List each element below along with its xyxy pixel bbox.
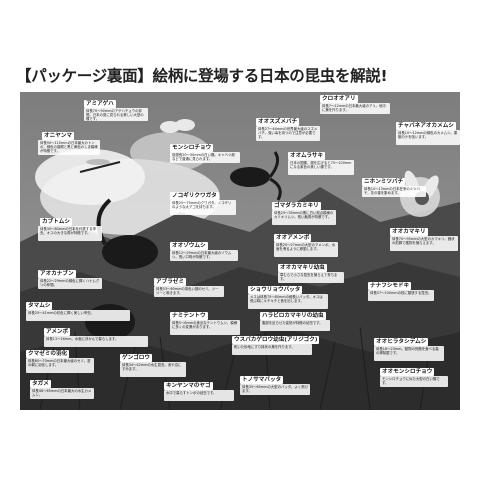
insect-description: 体長25〜75mmのクワガタ。ノコギリのような大アゴを持ちます。 — [170, 200, 236, 215]
insect-label: チャバネアオカメムシ — [396, 122, 456, 130]
insect-description: 体長7〜12mmの日本最大級のアリ。地中に巣を作ります。 — [320, 103, 390, 114]
insect-description: 体長22〜29mmの緑色に輝くハナムグリの仲間。 — [38, 278, 102, 289]
insect-description: モンシロチョウに似た大型の白い蝶です。 — [380, 376, 448, 387]
insect-description: 体長53〜60mmの茶色い翅のセミ。ジージーと鳴きます。 — [154, 286, 224, 297]
insect-description: 体長10〜13mmの日本在来のミツバチ。花の蜜を集めます。 — [362, 186, 426, 197]
insect-description: 体長5〜8mmの身近なテントウムシ。模様に多くの変異があります。 — [170, 320, 240, 335]
insect-label: オニヤンマ — [42, 132, 74, 140]
insect-label: カブトムシ — [40, 218, 72, 226]
insect-label: クロオオアリ — [320, 95, 358, 103]
insect-description: 草むらで小さな昆虫を捕らえて育ちます。 — [278, 272, 344, 283]
insect-description: 体長12〜29mmの日本最大級のゾウムシ。長い口吻が特徴です。 — [170, 250, 238, 261]
insect-description: 前翅長20〜30mmの白い蝶。キャベツ畑などで普通に見られます。 — [170, 152, 240, 163]
insect-label: オオアメンボ — [274, 234, 312, 242]
insect-label: ナミテントウ — [170, 312, 208, 320]
insect-description: 体長18〜23mm。動物の死骸を食べる森の掃除屋です。 — [374, 346, 444, 361]
insect-description: 体長25〜35mmの黒に白い斑点模様のカミキリムシ。長い触角が特徴です。 — [272, 210, 336, 225]
insect-collage: アミアゲハ 体長70〜90mmのアゲハチョウの仲間。日本の夏に見られる美しい大型… — [20, 92, 460, 410]
insect-description: 体長10〜12mmの緑色のカメムシ。果樹の汁を吸います。 — [396, 130, 460, 145]
insect-description: 体長30〜80mmの日本を代表する甲虫。オスの大きな角が特徴です。 — [38, 226, 102, 241]
insect-label: ウスバカゲロウ幼虫(アリジゴク) — [232, 336, 320, 344]
insect-description: 乾いた砂地にすり鉢状の巣を作ります。 — [232, 344, 312, 355]
insect-description: 体長35〜65mmの大型のバッタ。よく飛びます。 — [240, 384, 310, 395]
insect-description: 体長57〜100mmの枝に擬態する昆虫。 — [368, 290, 434, 301]
insect-label: アオカナブン — [38, 270, 76, 278]
insect-description: 体長48〜65mmの日本最大の水生カメムシ。 — [30, 388, 94, 399]
insect-label: モンシロチョウ — [170, 144, 214, 152]
insect-label: オオムラサキ — [288, 152, 326, 160]
insect-label: ゴマダラカミキリ — [272, 202, 321, 210]
insect-description: 体長25〜41mmの虹色に輝く美しい甲虫。 — [26, 310, 130, 321]
insect-label: アブラゼミ — [154, 278, 186, 286]
insect-label: タマムシ — [26, 302, 53, 310]
insect-description: 日本の国蝶。翅を広げると75〜100mmになる紫色の美しい蝶です。 — [288, 160, 354, 175]
insect-description: 体長70〜90mmのアゲハチョウの仲間。日本の夏に見られる美しい大型の蝶です。 — [84, 108, 148, 121]
insect-label: アメンボ — [44, 328, 71, 336]
insect-label: オオヒラタシデムシ — [374, 338, 429, 346]
insect-label: ノコギリクワガタ — [170, 192, 219, 200]
insect-label: トノサマバッタ — [240, 376, 284, 384]
insect-description: メスは体長75〜80mmの細長いバッタ。オスは飛ぶ時にキチキチと音を出します。 — [248, 294, 328, 309]
insect-description: 体長60〜70mmの日本最大級のセミ。夏の朝に羽化します。 — [26, 358, 94, 373]
insect-label: ショウリョウバッタ — [248, 286, 303, 294]
insect-label: オオモンシロチョウ — [380, 368, 435, 376]
insect-label: タガメ — [30, 380, 51, 388]
insect-label: アミアゲハ — [84, 100, 116, 108]
insect-label: ハラビロカマキリの幼虫 — [260, 312, 326, 320]
insect-label: オオスズメバチ — [256, 118, 300, 126]
insect-label: オオカマキリ — [390, 228, 428, 236]
insect-label: クマゼミの羽化 — [26, 350, 70, 358]
insect-label: オオカマキリ幼虫 — [278, 264, 327, 272]
page-title: 【パッケージ裏面】絵柄に登場する日本の昆虫を解説! — [16, 67, 388, 85]
insect-description: 水中で暮らすトンボの幼虫です。 — [164, 390, 234, 401]
insect-description: 体長70〜95mmの大型のカマキリ。鎌状の前脚で獲物を捕らえます。 — [390, 236, 458, 251]
insect-description: 腹部を反らせた姿勢が特徴の幼虫です。 — [260, 320, 330, 331]
insect-label: キンヤンマのヤゴ — [164, 382, 213, 390]
insect-description: 体長90〜110mmの日本最大のトンボ。緑色の複眼と黒と黄色のしま模様が特徴です… — [38, 140, 100, 155]
insect-description: 体長11〜16mm。水面に浮かんで暮らします。 — [44, 336, 148, 347]
insect-description: 体長34〜42mmの水生昆虫。池や沼にすみます。 — [120, 362, 186, 377]
insect-description: 体長20〜27mmの大型のアメンボ。水面を滑るように移動します。 — [274, 242, 338, 257]
insect-label: ナナフシモドキ — [368, 282, 412, 290]
insect-label: ニホンミツバチ — [362, 178, 406, 186]
insect-description: 体長27〜44mmの世界最大級のスズメバチ。強い毒を持つので注意が必要です。 — [256, 126, 320, 141]
insect-label: ゲンゴロウ — [120, 354, 152, 362]
insect-label: オオゾウムシ — [170, 242, 208, 250]
